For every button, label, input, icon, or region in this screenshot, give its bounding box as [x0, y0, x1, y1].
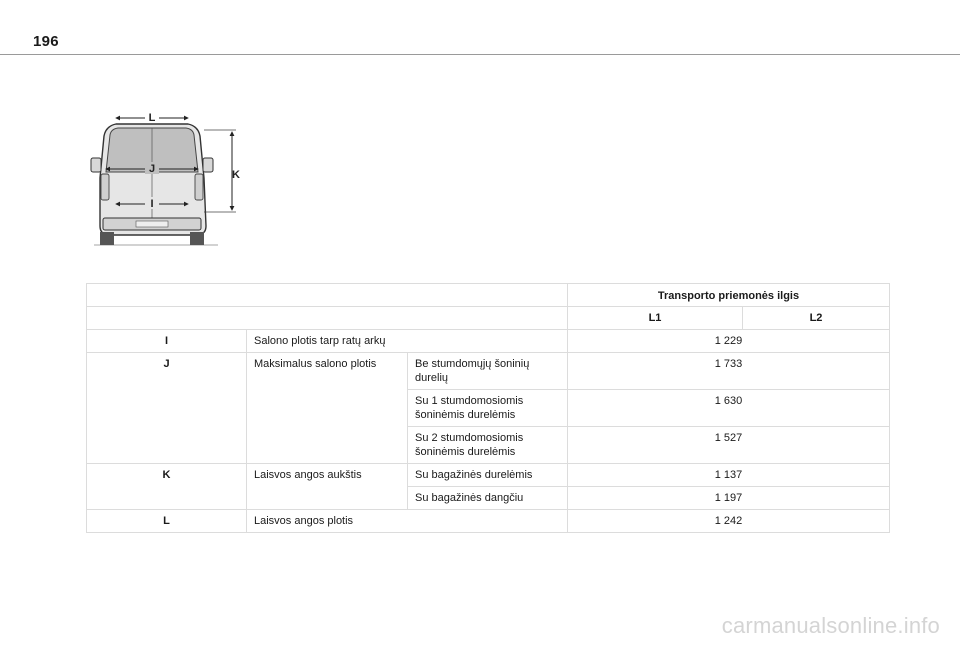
dimension-label-l: L	[149, 112, 156, 124]
van-rear-dimension-diagram: L J I K	[86, 108, 246, 248]
row-key: J	[86, 352, 247, 464]
table-row: K Laisvos angos aukštis Su bagažinės dur…	[86, 463, 890, 510]
row-key: I	[86, 329, 247, 353]
subheader-empty-cell	[86, 306, 568, 330]
row-variant: Su 1 stumdomosiomis šoninėmis durelėmis	[407, 389, 568, 427]
row-key: K	[86, 463, 247, 510]
header-rule	[0, 54, 960, 55]
dimensions-table: Transporto priemonės ilgis L1 L2 I Salon…	[86, 283, 890, 533]
row-description: Laisvos angos aukštis	[246, 463, 408, 510]
dimension-label-k: K	[232, 169, 240, 181]
header-vehicle-length: Transporto priemonės ilgis	[567, 283, 890, 307]
row-value: 1 229	[567, 329, 890, 353]
row-variant: Su 2 stumdomosiomis šoninėmis durelėmis	[407, 426, 568, 464]
dimension-label-j: J	[149, 163, 155, 175]
table-header-row: Transporto priemonės ilgis	[86, 283, 890, 307]
row-value: 1 197	[567, 486, 890, 510]
watermark: carmanualsonline.info	[721, 613, 940, 638]
row-value: 1 630	[567, 389, 890, 427]
row-description: Laisvos angos plotis	[246, 509, 568, 533]
page-number: 196	[33, 33, 59, 50]
table-row: Su bagažinės dangčiu 1 197	[87, 486, 890, 510]
row-key: L	[86, 509, 247, 533]
row-value: 1 137	[567, 463, 890, 487]
row-variant: Su bagažinės dangčiu	[407, 486, 568, 510]
header-l2: L2	[742, 306, 890, 330]
van-rear-illustration: L J I K	[90, 111, 240, 246]
table-row: I Salono plotis tarp ratų arkų 1 229	[86, 329, 890, 353]
table-row: J Maksimalus salono plotis Be stumdomųjų…	[86, 352, 890, 464]
row-value: 1 242	[567, 509, 890, 533]
row-description: Salono plotis tarp ratų arkų	[246, 329, 568, 353]
table-subheader-row: L1 L2	[86, 306, 890, 330]
header-empty-cell	[86, 283, 568, 307]
dimension-label-i: I	[150, 198, 153, 210]
row-description: Maksimalus salono plotis	[246, 352, 408, 464]
header-l1: L1	[567, 306, 743, 330]
row-variant: Su bagažinės durelėmis	[407, 463, 568, 487]
row-value: 1 527	[567, 426, 890, 464]
row-value: 1 733	[567, 352, 890, 390]
table-row: L Laisvos angos plotis 1 242	[86, 509, 890, 533]
row-variant: Be stumdomųjų šoninių durelių	[407, 352, 568, 390]
